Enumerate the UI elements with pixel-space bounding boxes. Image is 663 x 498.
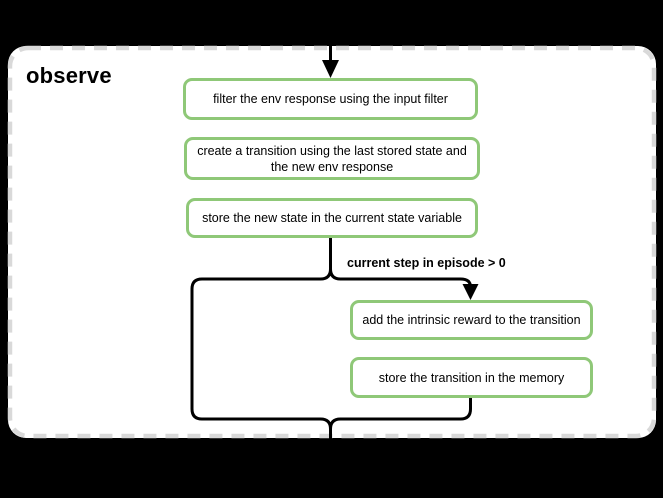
entry-arrowhead-icon (322, 60, 339, 78)
flow-node-create-transition: create a transition using the last store… (184, 137, 480, 180)
flow-node-store-transition: store the transition in the memory (350, 357, 593, 398)
flow-node-label: store the new state in the current state… (202, 211, 462, 225)
flow-node-label: create a transition using the last store… (197, 143, 467, 174)
condition-label: current step in episode > 0 (347, 256, 506, 270)
flow-node-label: filter the env response using the input … (213, 92, 448, 106)
group-title: observe (26, 63, 112, 88)
flow-node-add-intrinsic-reward: add the intrinsic reward to the transiti… (350, 300, 593, 340)
flow-node-filter-env-response: filter the env response using the input … (183, 78, 478, 120)
flow-node-label: store the transition in the memory (378, 370, 565, 385)
condition-true-line (329, 268, 472, 288)
flow-node-store-new-state: store the new state in the current state… (186, 198, 478, 238)
flow-node-label: add the intrinsic reward to the transiti… (362, 313, 581, 327)
merge-exit-line (329, 398, 472, 464)
bypass-false-line (190, 268, 332, 464)
condition-true-arrowhead-icon (462, 284, 479, 300)
